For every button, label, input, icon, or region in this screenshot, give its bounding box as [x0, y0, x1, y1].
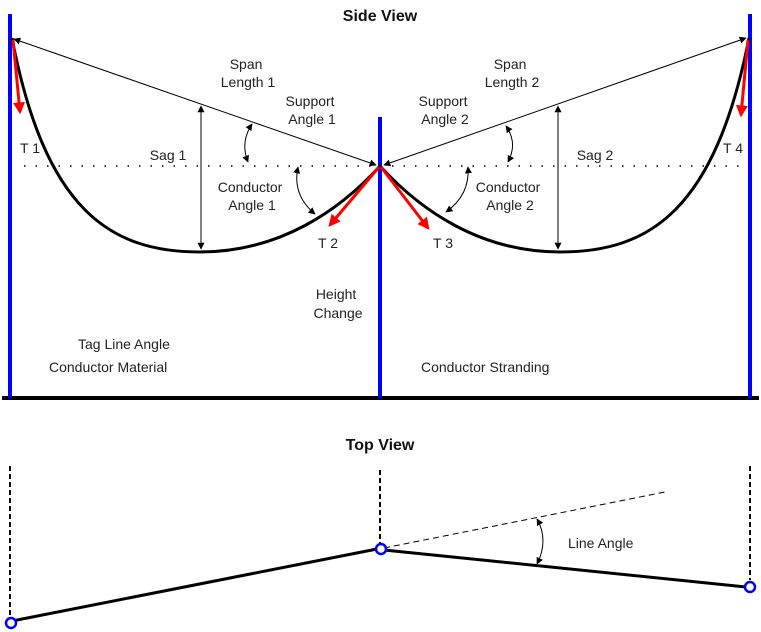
conductor-path-span-2	[383, 548, 747, 589]
conductor-span-1	[10, 37, 382, 254]
span-length-2-label: Span Length 2	[485, 56, 540, 90]
side-view: Side View Span Length 1	[2, 8, 759, 400]
t4-label: T 4	[723, 140, 743, 156]
t1-label: T 1	[20, 140, 40, 156]
span-length-1-chord	[13, 37, 377, 167]
tension-t2-arrow	[328, 166, 381, 227]
span-length-1-label: Span Length 1	[221, 56, 276, 90]
conductor-angle-2-arc	[445, 166, 472, 213]
tension-t4-arrow	[735, 39, 750, 118]
conductor-material-label: Conductor Material	[49, 359, 167, 375]
line-angle-label: Line Angle	[568, 535, 634, 551]
t2-label: T 2	[318, 235, 338, 251]
line-angle-arc	[536, 518, 544, 565]
conductor-path-span-1	[11, 547, 378, 623]
sag-2-label: Sag 2	[577, 147, 614, 163]
sag-1-label: Sag 1	[150, 147, 187, 163]
conductor-span-2	[378, 37, 751, 254]
conductor-angle-2-label: Conductor Angle 2	[476, 179, 544, 213]
conductor-angle-1-label: Conductor Angle 1	[218, 179, 286, 213]
top-view-title: Top View	[346, 437, 415, 454]
support-angle-2-label: Support Angle 2	[419, 93, 472, 127]
support-node-middle	[374, 542, 388, 556]
height-change-label: Height Change	[313, 286, 362, 321]
top-view: Top View Line Angle	[4, 437, 757, 630]
conductor-stranding-label: Conductor Stranding	[421, 359, 549, 375]
tension-t1-arrow	[11, 39, 26, 115]
tag-line-angle-label: Tag Line Angle	[78, 336, 170, 352]
support-node-right	[743, 580, 757, 594]
support-angle-1-label: Support Angle 1	[286, 93, 339, 127]
support-angle-2-arc	[505, 125, 515, 163]
t3-label: T 3	[433, 235, 453, 251]
conductor-angle-1-arc	[293, 166, 316, 215]
tension-t3-arrow	[379, 166, 430, 230]
line-extension-dashed	[383, 491, 666, 549]
side-view-title: Side View	[343, 8, 418, 25]
span-length-2-chord	[383, 36, 747, 167]
support-angle-1-arc	[242, 123, 253, 163]
support-node-left	[4, 616, 18, 630]
